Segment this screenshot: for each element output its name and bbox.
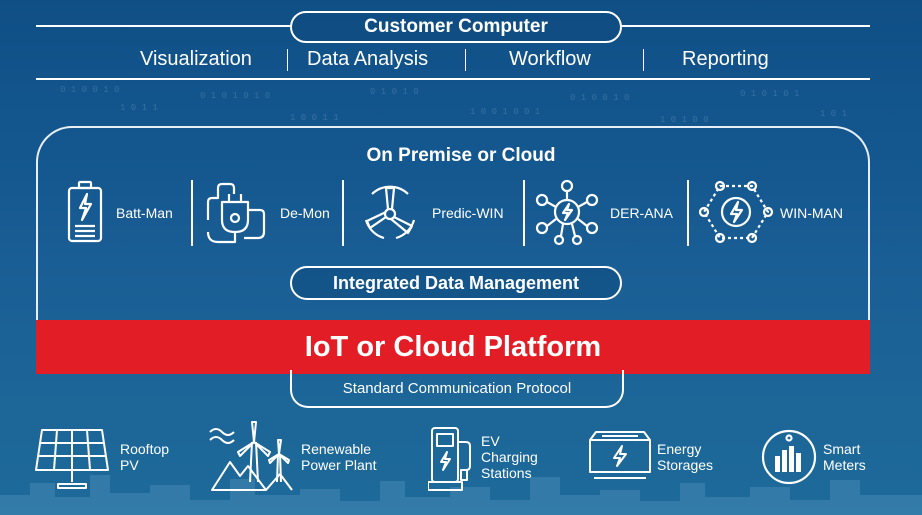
- standard-protocol-label: Standard Communication Protocol: [342, 379, 572, 397]
- integrated-data-management-label: Integrated Data Management: [332, 272, 580, 293]
- svg-text:1 0 1 1: 1 0 1 1: [120, 103, 158, 113]
- device-line: Energy: [657, 441, 702, 457]
- device-line: Smart: [823, 441, 861, 457]
- menu-reporting[interactable]: Reporting: [682, 48, 769, 70]
- svg-text:1 0 1: 1 0 1: [820, 109, 847, 119]
- cloud-container-outline: [36, 126, 870, 326]
- svg-text:0 1 0 1 0: 0 1 0 1 0: [370, 87, 419, 97]
- module-label-der-ana: DER-ANA: [610, 205, 674, 221]
- module-separator: [191, 180, 193, 246]
- device-label-energy-storages: Energy Storages: [657, 441, 713, 473]
- device-line: Storages: [657, 457, 714, 473]
- svg-text:0 1 0 1 0 1 0: 0 1 0 1 0 1 0: [200, 91, 270, 101]
- module-label-de-mon: De-Mon: [280, 205, 330, 221]
- plug-icon: [206, 182, 266, 244]
- device-line: EV: [481, 433, 500, 449]
- module-label-win-man: WIN-MAN: [780, 205, 843, 221]
- menu-separator: [643, 49, 644, 71]
- module-separator: [687, 180, 689, 246]
- binary-stream-background: 0 1 0 0 1 01 0 1 1 0 1 0 1 0 1 01 0 0 1 …: [60, 85, 847, 125]
- device-label-ev-charging-stations: EV Charging Stations: [481, 433, 538, 481]
- svg-text:1 0 0 1 0 0 1: 1 0 0 1 0 0 1: [470, 107, 540, 117]
- energy-hexagon-icon: [698, 180, 774, 244]
- menu-data-analysis[interactable]: Data Analysis: [307, 48, 429, 70]
- svg-text:1 0 0 1 1: 1 0 0 1 1: [290, 113, 339, 123]
- header-bottom-line: [36, 78, 870, 80]
- device-line: Renewable: [301, 441, 372, 457]
- device-label-smart-meters: Smart Meters: [823, 441, 866, 473]
- menu-separator: [287, 49, 288, 71]
- device-line: Meters: [823, 457, 866, 473]
- menu-workflow[interactable]: Workflow: [509, 48, 591, 70]
- standard-protocol-box: Standard Communication Protocol: [290, 370, 624, 408]
- smart-meter-icon: [761, 429, 817, 485]
- wind-turbine-icon: [364, 185, 416, 240]
- energy-storage-icon: [589, 431, 651, 479]
- module-label-predic-win: Predic-WIN: [432, 205, 504, 221]
- device-line: Rooftop: [120, 441, 170, 457]
- iot-platform-banner: IoT or Cloud Platform: [36, 320, 870, 374]
- city-skyline-background: [0, 475, 922, 515]
- wind-farm-icon: [209, 421, 293, 491]
- device-line: Power Plant: [301, 457, 377, 473]
- menu-separator: [465, 49, 466, 71]
- iot-platform-label: IoT or Cloud Platform: [304, 330, 602, 363]
- device-line: Charging: [481, 449, 538, 465]
- menu-visualization[interactable]: Visualization: [140, 48, 252, 70]
- svg-text:0 1 0 0 1 0: 0 1 0 0 1 0: [60, 85, 119, 95]
- solar-panel-icon: [35, 429, 109, 489]
- device-label-renewable-power-plant: Renewable Power Plant: [301, 441, 376, 473]
- cloud-title: On Premise or Cloud: [366, 145, 556, 166]
- header-line-left: [36, 25, 291, 27]
- svg-text:1 0 1 0 0: 1 0 1 0 0: [660, 115, 709, 125]
- device-line: PV: [120, 457, 139, 473]
- device-line: Stations: [481, 465, 532, 481]
- device-label-rooftop-pv: Rooftop PV: [120, 441, 169, 473]
- customer-computer-pill: Customer Computer: [290, 11, 622, 43]
- module-separator: [342, 180, 344, 246]
- svg-text:0 1 0 1 0 1: 0 1 0 1 0 1: [740, 89, 799, 99]
- module-separator: [523, 180, 525, 246]
- module-label-batt-man: Batt-Man: [116, 205, 173, 221]
- ev-charger-icon: [428, 427, 471, 491]
- energy-network-icon: [535, 179, 599, 246]
- header-line-right: [621, 25, 870, 27]
- integrated-data-management-pill: Integrated Data Management: [290, 266, 622, 300]
- svg-text:0 1 0 0 1 0: 0 1 0 0 1 0: [570, 93, 629, 103]
- battery-icon: [67, 180, 103, 243]
- customer-computer-title: Customer Computer: [364, 16, 548, 37]
